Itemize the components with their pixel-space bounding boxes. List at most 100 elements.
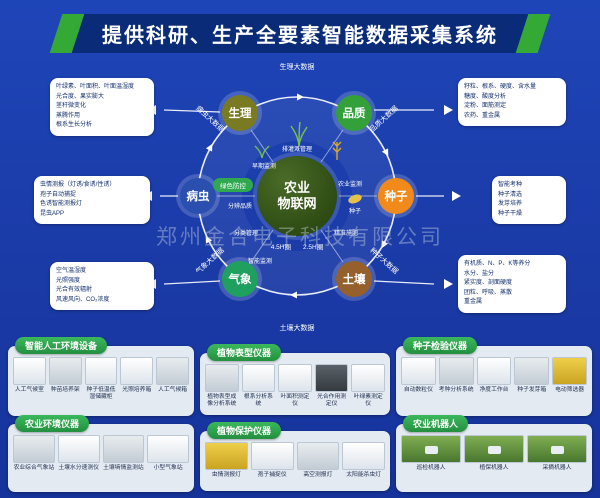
info-line: 空气温湿度: [56, 268, 87, 274]
ring-flow-arrows: [205, 93, 389, 299]
node-weather: 气象: [222, 261, 258, 297]
product-image: [438, 357, 474, 385]
product-item: 叶绿素测定仪: [351, 364, 385, 412]
product-image: [13, 357, 46, 385]
info-line: 淀粉、面筋测定: [464, 103, 507, 110]
product-item: 叶面积测定仪: [278, 364, 312, 412]
panel-seed-inspection-instruments: 种子检验仪器 自动数粒仪 考种分析系统 净度工作台 种子发芽箱 电动筛选器: [396, 337, 592, 416]
product-image: [57, 435, 100, 463]
product-image: [13, 435, 55, 463]
product-item: 植保机器人: [464, 435, 524, 489]
product-caption: 人工气候室: [14, 387, 44, 393]
info-line: 色诱智能测报灯: [40, 201, 83, 208]
product-item: 农业综合气象站: [13, 435, 55, 489]
sprout-icon: [254, 145, 270, 159]
panel-items: 虫情测报灯 孢子捕捉仪 高空测报灯 太阳能杀虫灯: [200, 431, 390, 491]
panel-agri-environment-instruments: 农业环境仪器 农业综合气象站 土壤水分速测仪 土壤墒情监测站 小型气象站: [8, 415, 194, 492]
node-soil: 土壤: [336, 261, 372, 297]
robot-icon: [424, 446, 438, 454]
product-image: [552, 357, 587, 385]
info-line: 智能考种: [498, 182, 523, 188]
info-line: 光合度、果实膨大: [56, 93, 105, 100]
info-line: 昆虫APP: [40, 210, 65, 217]
robot-icon: [487, 446, 501, 454]
hub-label-line2: 物联网: [277, 196, 317, 211]
product-caption: 根系分析系统: [243, 394, 273, 407]
product-caption: 人工气候箱: [158, 387, 188, 393]
info-box-quality: 籽粒、根系、硬度、含水量 糖度、酸度分析 淀粉、面筋测定 农药、重金属: [458, 78, 566, 127]
panel-tab: 植物表型仪器: [207, 344, 282, 361]
info-line: 发芽培养: [498, 201, 523, 208]
title-accent-left: [49, 14, 85, 53]
inner-label-smart-monitor: 智能监测: [247, 259, 272, 265]
product-image: [205, 442, 248, 470]
product-image: [296, 442, 340, 470]
product-item: 人工气候箱: [156, 357, 189, 413]
title-accent-right: [515, 14, 551, 53]
product-caption: 采摘机器人: [542, 465, 572, 471]
panel-tab: 农业环境仪器: [15, 415, 90, 432]
info-line: 籽粒、根系、硬度、含水量: [464, 84, 537, 90]
product-item: 太阳能杀虫灯: [342, 442, 385, 488]
info-line: 紧实度、剖面硬度: [464, 280, 513, 287]
product-caption: 土壤墒情监测站: [103, 465, 144, 471]
panel-tab: 植物保护仪器: [207, 422, 282, 439]
product-image: [527, 435, 587, 463]
product-image: [84, 357, 118, 385]
product-image: [401, 435, 461, 463]
node-label: 土壤: [342, 274, 366, 286]
product-image: [241, 364, 276, 392]
info-box-weather: 空气温湿度 光照强度 光合有效辐射 风速风向、CO₂浓度: [50, 262, 154, 311]
product-item: 采摘机器人: [527, 435, 587, 489]
product-caption: 光合作用测定仪: [317, 394, 347, 407]
inner-label-classify: 分类管理: [233, 231, 258, 237]
panel-plant-phenotype-instruments: 植物表型仪器 植物表型成像分析系统 根系分析系统 叶面积测定仪 光合作用测定仪 …: [200, 344, 390, 415]
product-item: 光照培养箱: [120, 357, 154, 413]
product-item: 种子低温低湿储藏柜: [84, 357, 118, 413]
wheat-icon: [332, 141, 342, 160]
product-caption: 光照培养箱: [122, 387, 152, 393]
inner-label-agri-monitor: 农业监测: [337, 182, 362, 188]
info-box-physiology: 叶绿素、叶面积、叶面温湿度 光合度、果实膨大 茎秆微变化 蒸腾作用 根系生长分析: [50, 78, 154, 136]
product-item: 高空测报灯: [296, 442, 340, 488]
product-image: [351, 364, 385, 392]
product-item: 巡检机器人: [401, 435, 461, 489]
node-label: 品质: [342, 108, 366, 120]
info-line: 农药、重金属: [464, 112, 501, 119]
seed-icon: [348, 194, 362, 204]
product-image: [250, 442, 294, 470]
product-image: [342, 442, 385, 470]
product-caption: 虫情测报灯: [211, 472, 241, 478]
product-item: 考种分析系统: [438, 357, 474, 413]
hub-agriculture-iot: 农业 物联网: [257, 156, 337, 236]
product-caption: 叶面积测定仪: [280, 394, 310, 407]
product-caption: 种子低温低湿储藏柜: [86, 387, 116, 400]
info-line: 重金属: [464, 299, 483, 306]
panel-tab: 农业机器人: [403, 415, 469, 432]
product-item: 虫情测报灯: [205, 442, 248, 488]
product-caption: 巡检机器人: [416, 465, 446, 471]
product-caption: 种苗培养架: [50, 387, 80, 393]
product-image: [464, 435, 524, 463]
panel-items: 植物表型成像分析系统 根系分析系统 叶面积测定仪 光合作用测定仪 叶绿素测定仪: [200, 353, 390, 415]
arc-label-soil-data: 土壤大数据: [279, 325, 315, 332]
info-line: 种子干燥: [498, 210, 523, 217]
product-item: 小型气象站: [147, 435, 189, 489]
product-item: 土壤水分速测仪: [57, 435, 100, 489]
inner-label-early-monitor: 早期监测: [251, 164, 276, 170]
hub-label-line1: 农业: [283, 179, 310, 195]
product-item: 根系分析系统: [241, 364, 276, 412]
info-line: 光合有效辐射: [56, 287, 93, 294]
page-title-text: 提供科研、生产全要素智能数据采集系统: [102, 25, 498, 47]
hub-zone-labels: 4.5H圈 2.5H圈: [247, 241, 347, 251]
product-caption: 小型气象站: [153, 465, 183, 471]
product-image: [205, 364, 239, 392]
title-banner: 提供科研、生产全要素智能数据采集系统: [0, 14, 600, 53]
robot-icon: [550, 446, 564, 454]
product-item: 电动筛选器: [552, 357, 587, 413]
product-item: 种子发芽箱: [514, 357, 550, 413]
product-caption: 植物表型成像分析系统: [207, 394, 237, 407]
panel-items: 自动数粒仪 考种分析系统 净度工作台 种子发芽箱 电动筛选器: [396, 346, 592, 416]
product-image: [278, 364, 312, 392]
